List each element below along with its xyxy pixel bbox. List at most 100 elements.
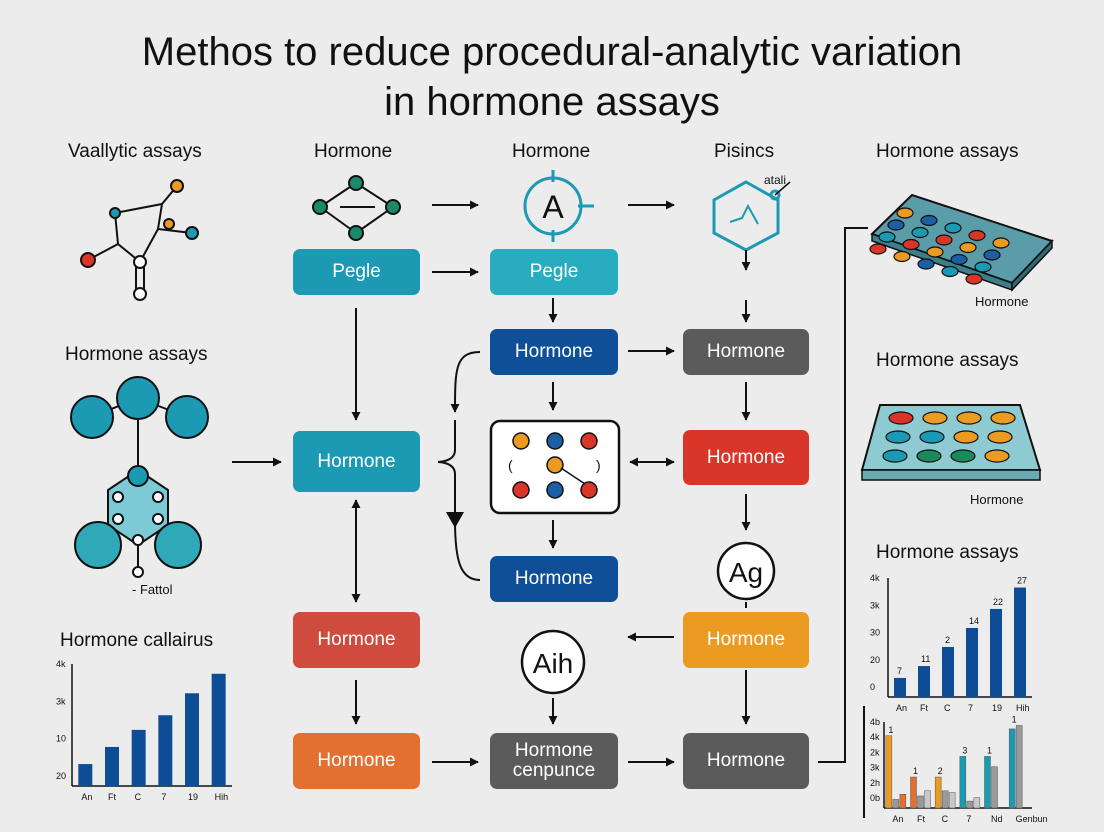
plate-1-well	[878, 231, 896, 243]
bar	[966, 627, 978, 697]
aih-icon: Aih	[520, 629, 586, 695]
ag-icon: Ag	[716, 541, 776, 601]
data-label: 3	[962, 745, 967, 755]
header-col-1: Vaallytic assays	[68, 141, 202, 162]
molecule-1-icon	[80, 179, 199, 301]
data-label: 14	[969, 616, 979, 626]
aih-symbol: Aih	[533, 648, 573, 679]
bar	[991, 766, 998, 809]
plate-1-well	[896, 207, 914, 219]
plate-2-well	[888, 411, 914, 425]
box-hormone-gray-2: Hormone	[683, 733, 809, 789]
title-line-2: in hormone assays	[384, 80, 720, 124]
y-tick-label: 2k	[870, 747, 880, 757]
box-hormone-compound: Hormone cenpunce	[490, 733, 618, 789]
plate-2-caption: Hormone	[970, 492, 1024, 507]
plate-2-well	[950, 449, 976, 463]
y-tick-label: 2h	[870, 778, 880, 788]
bar	[959, 756, 967, 809]
header-col-3: Hormone	[512, 141, 591, 162]
box-pegle-col2: Pegle	[293, 249, 420, 295]
plate-2-well	[919, 430, 945, 444]
bar	[942, 647, 954, 697]
plate-2-well	[882, 449, 908, 463]
molecule-2-label: Hormone assays	[65, 344, 208, 365]
bar	[892, 799, 900, 809]
x-tick-label: Nd	[991, 814, 1003, 824]
box-hormone-navy-2: Hormone	[490, 556, 618, 602]
data-label: 2	[938, 766, 943, 776]
data-label: 7	[897, 666, 902, 676]
plate-2-well	[984, 449, 1010, 463]
bar	[105, 746, 119, 786]
flow-arrows	[232, 200, 868, 818]
x-tick-label: Hih	[215, 792, 229, 802]
bar	[131, 729, 146, 786]
header-col-2: Hormone	[314, 141, 393, 162]
bar	[158, 715, 173, 786]
plate-1-well	[992, 237, 1010, 249]
data-label: 1	[888, 725, 893, 735]
grid-paren-right: )	[596, 457, 601, 473]
x-tick-label: An	[892, 814, 903, 824]
well-plate-1-icon	[869, 193, 1054, 292]
bar	[934, 776, 942, 809]
data-label: 1	[987, 745, 992, 755]
y-tick-label: 0b	[870, 793, 880, 803]
y-tick-label: 4k	[56, 659, 66, 669]
x-tick-label: C	[942, 814, 949, 824]
dot-grid-panel: ( )	[489, 419, 621, 515]
x-tick-label: An	[81, 792, 92, 802]
plate-1-well	[935, 234, 953, 246]
x-tick-label: 7	[161, 792, 166, 802]
x-tick-label: Hih	[1016, 703, 1030, 713]
bar	[973, 797, 981, 809]
ag-symbol: Ag	[729, 557, 763, 588]
x-tick-label: Ft	[917, 814, 925, 824]
plate-2-well	[922, 411, 948, 425]
bar	[78, 764, 93, 786]
bar	[941, 790, 949, 809]
bar	[899, 793, 907, 809]
y-tick-label: 20	[870, 655, 880, 665]
plate-2-well	[953, 430, 979, 444]
bar	[990, 608, 1002, 697]
plate-1-well	[944, 222, 962, 234]
plate-2-well	[956, 411, 982, 425]
bar	[1014, 587, 1026, 697]
bar	[966, 800, 974, 809]
plate-1-well	[902, 238, 920, 251]
x-tick-label: Ft	[920, 703, 928, 713]
x-tick-label: Ft	[108, 792, 116, 802]
data-label: 1	[913, 766, 918, 776]
plate-1-well	[926, 246, 944, 258]
plate-1-well	[911, 226, 929, 239]
plate-1-well	[941, 265, 959, 278]
box-hormone-brick: Hormone	[293, 612, 420, 668]
bar	[910, 776, 917, 809]
bar	[885, 735, 893, 809]
connector-to-plate	[818, 227, 868, 763]
box-hormone-amber: Hormone	[683, 612, 809, 668]
diamond-molecule-icon	[312, 175, 401, 241]
x-tick-label: 19	[188, 792, 198, 802]
a-target-icon: A	[523, 170, 594, 242]
y-tick-label: 4k	[870, 732, 880, 742]
bar	[211, 673, 226, 786]
bar	[1015, 725, 1023, 809]
plate-1-well	[950, 253, 968, 266]
plate-1-well	[974, 261, 992, 273]
plate-2-well	[990, 411, 1016, 425]
plate-1-well	[869, 243, 887, 255]
curve-bracket-to-hormone	[454, 519, 481, 581]
x-tick-label: C	[944, 703, 951, 713]
bar	[984, 756, 991, 809]
bar	[185, 693, 199, 786]
plate-1-well	[983, 249, 1001, 261]
y-tick-label: 4k	[870, 573, 880, 583]
x-tick-label: 7	[966, 814, 971, 824]
box-pegle-col3: Pegle	[490, 249, 618, 295]
